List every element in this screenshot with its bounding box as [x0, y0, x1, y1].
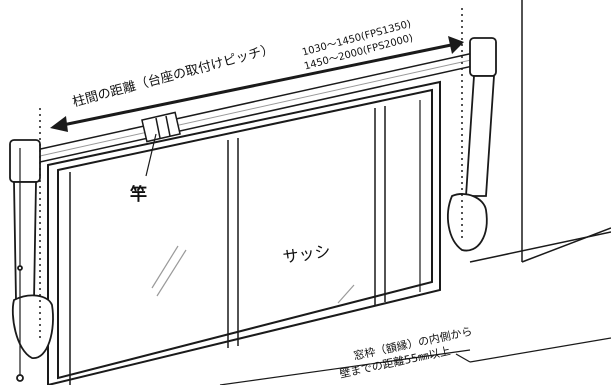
window-frame: [47, 80, 441, 387]
dimension-arrow: [50, 36, 464, 132]
leader-lines: [145, 133, 611, 386]
glass-reflections: [151, 245, 355, 304]
pole: [35, 51, 483, 163]
right-bracket: [447, 37, 497, 252]
pole-label: 竿: [130, 185, 147, 205]
wall: [469, 0, 611, 263]
left-bracket: [9, 139, 54, 382]
dimension-dotted-lines: [39, 8, 463, 340]
